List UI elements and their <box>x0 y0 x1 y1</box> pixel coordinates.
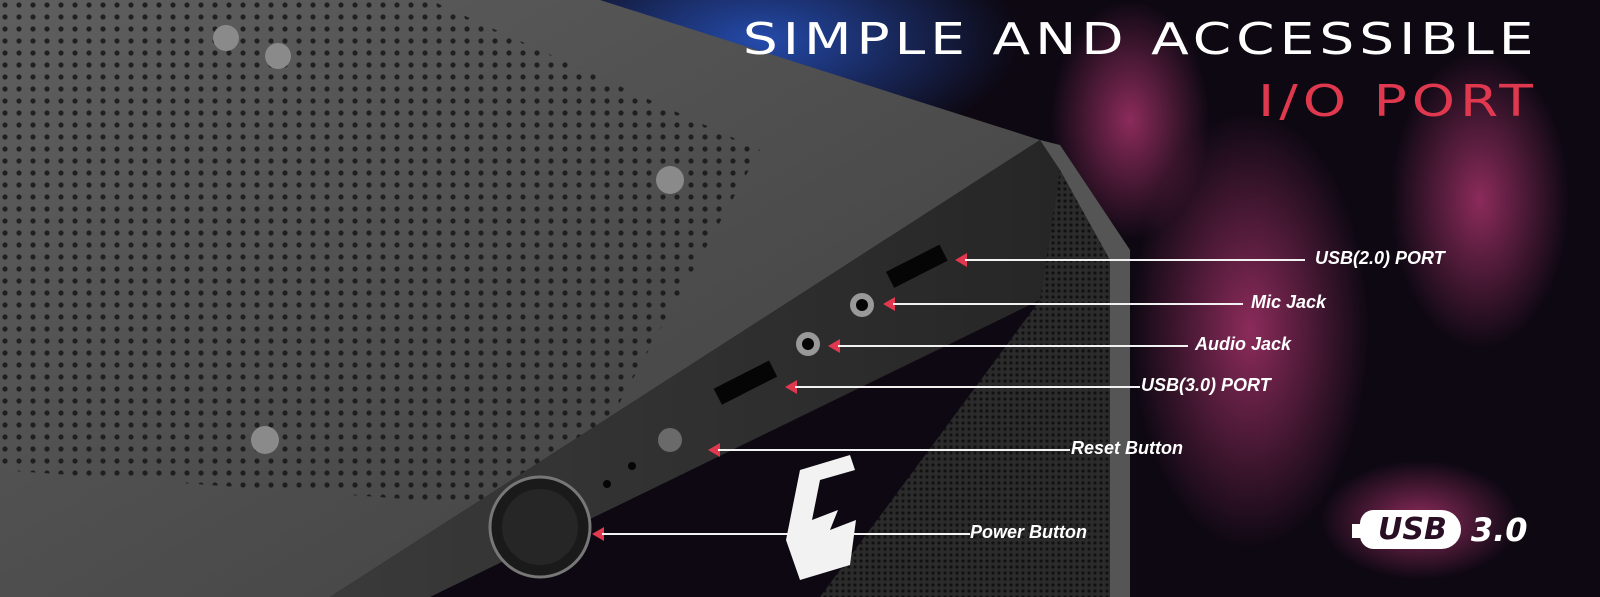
heading-line2: I/O PORT <box>1258 76 1538 127</box>
usb2-port <box>886 244 948 288</box>
usb-3-badge: USB 3.0 <box>1352 510 1528 549</box>
arrow-icon <box>785 380 797 394</box>
arrow-icon <box>828 339 840 353</box>
callout-label: Audio Jack <box>1195 334 1292 354</box>
brand-logo <box>786 455 856 580</box>
callout-label: Reset Button <box>1071 438 1183 458</box>
usb-version: 3.0 <box>1470 510 1528 549</box>
callout-label: USB(3.0) PORT <box>1141 375 1271 395</box>
callout-label: Mic Jack <box>1251 292 1327 312</box>
arrow-icon <box>592 527 604 541</box>
callout-label: USB(2.0) PORT <box>1315 248 1445 268</box>
arrow-icon <box>883 297 895 311</box>
arrow-icon <box>955 253 967 267</box>
callout-label: Power Button <box>970 522 1087 542</box>
heading-line1: SIMPLE AND ACCESSIBLE <box>742 14 1538 65</box>
arrow-icon <box>708 443 720 457</box>
usb-logo: USB <box>1352 510 1461 549</box>
